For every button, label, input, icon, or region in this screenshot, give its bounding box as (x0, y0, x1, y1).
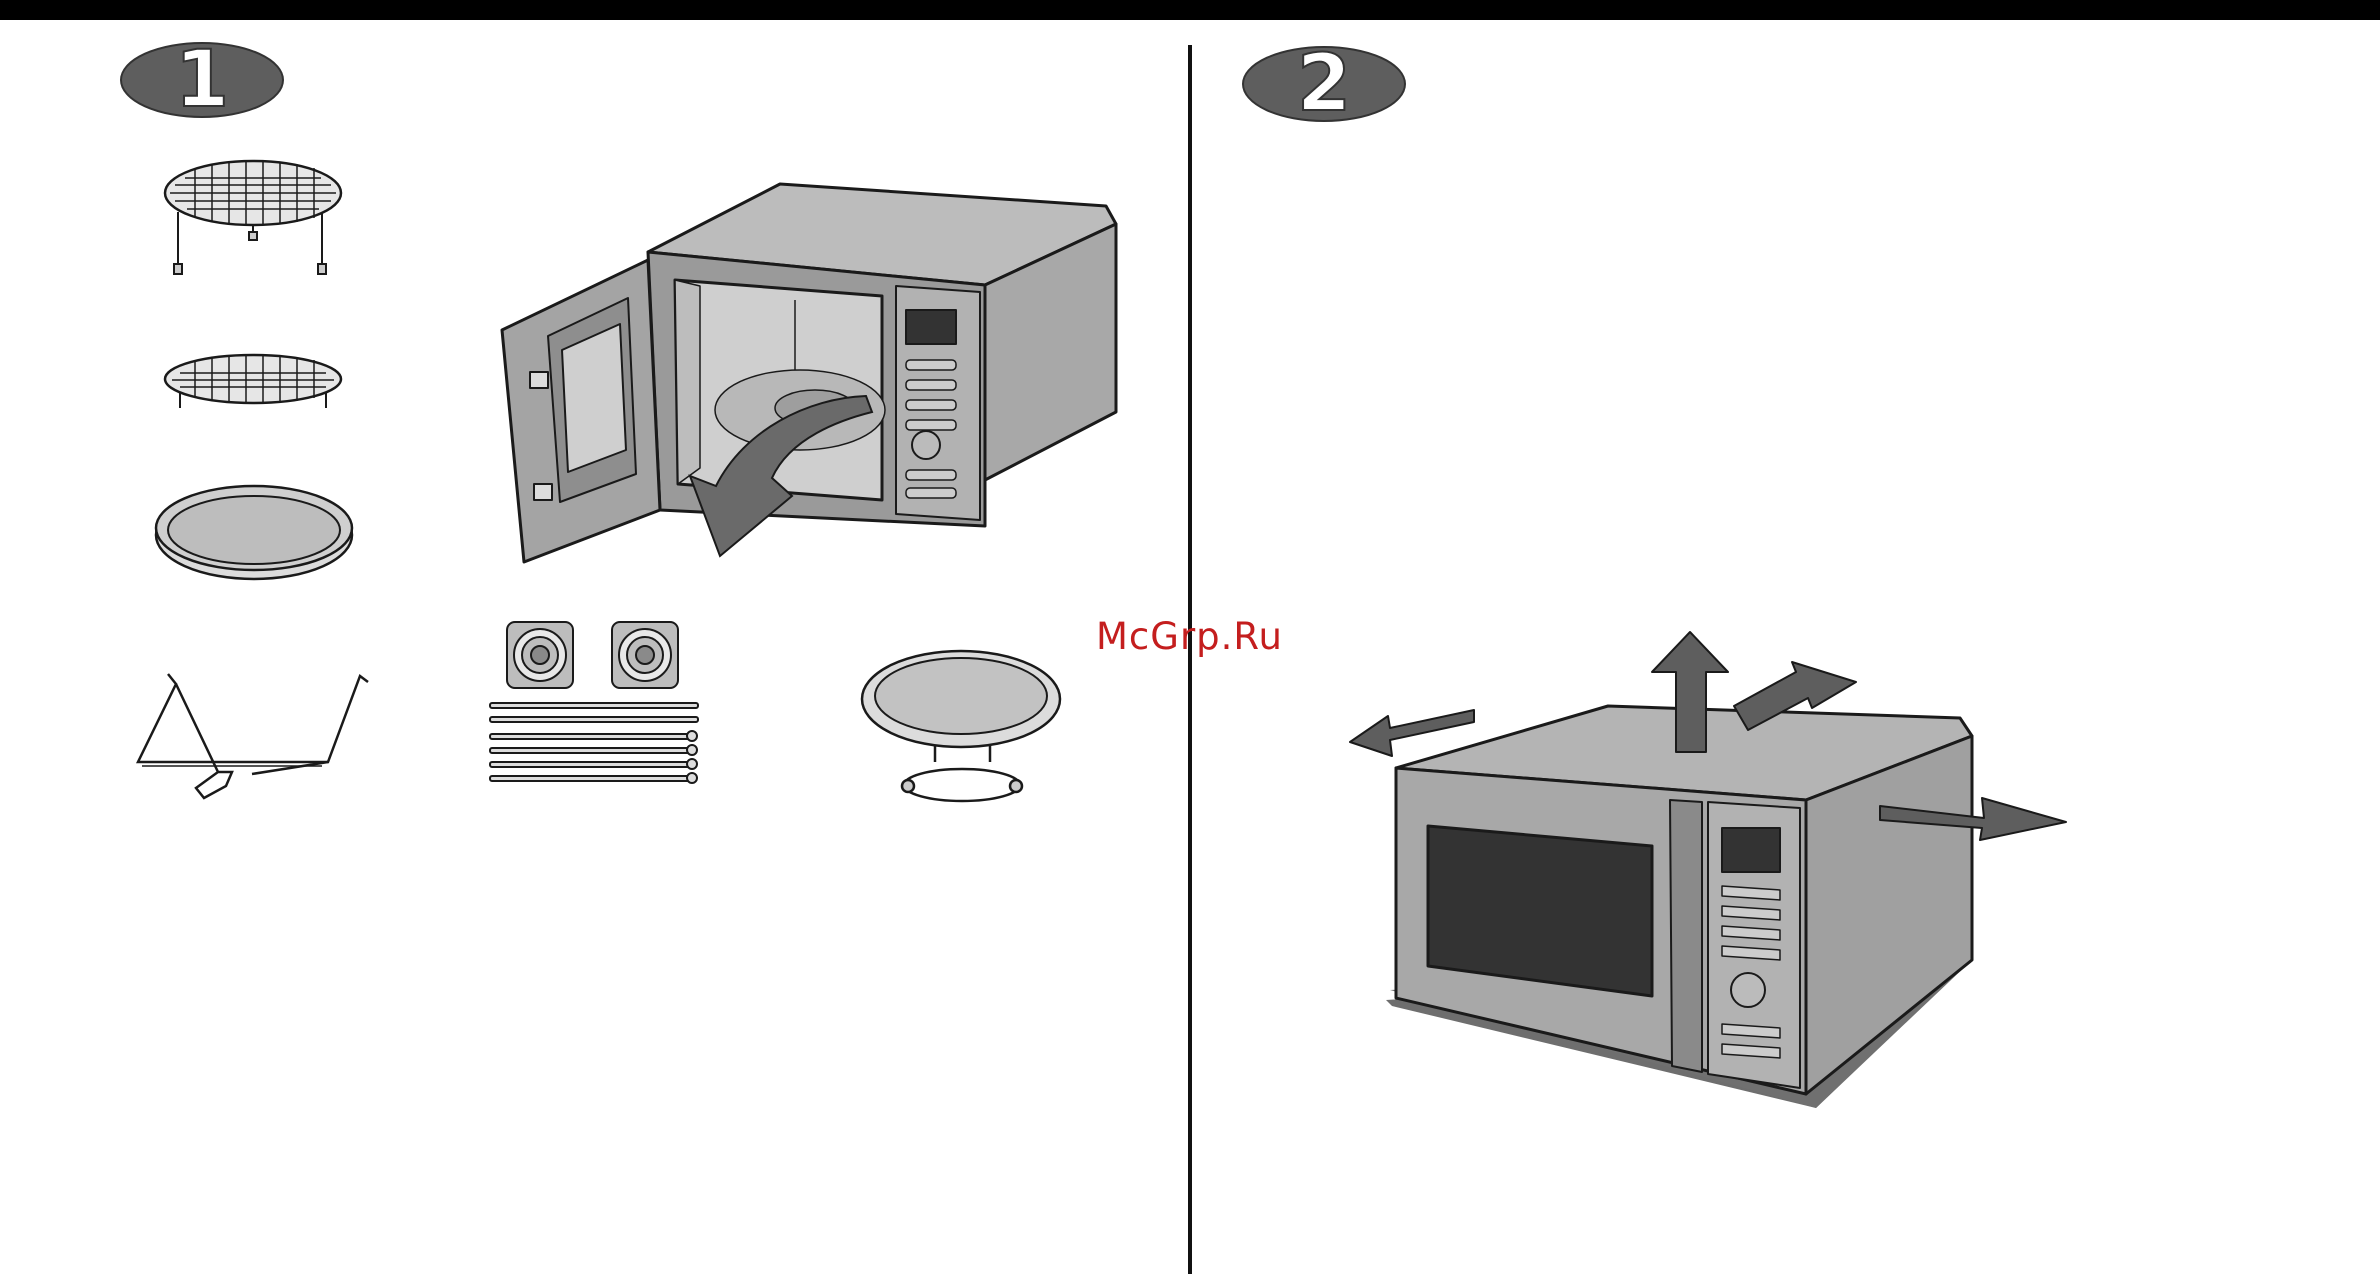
skewers-icon (490, 703, 698, 783)
step-1-number: 1 (175, 35, 229, 125)
turntable-icon (862, 651, 1060, 801)
high-rack-icon (165, 161, 341, 274)
low-rack-icon (165, 355, 341, 408)
step-2-badge: 2 (1243, 39, 1405, 129)
baking-tray-icon (156, 486, 352, 579)
spit-holder-icon (138, 674, 368, 798)
spit-fork-icon (507, 622, 678, 688)
watermark-text: McGrp.Ru (1096, 615, 1283, 658)
step-2-number: 2 (1297, 39, 1351, 129)
microwave-open-door-icon (502, 184, 1116, 562)
step-1-badge: 1 (121, 35, 283, 125)
microwave-clearance-icon (1386, 706, 1972, 1108)
